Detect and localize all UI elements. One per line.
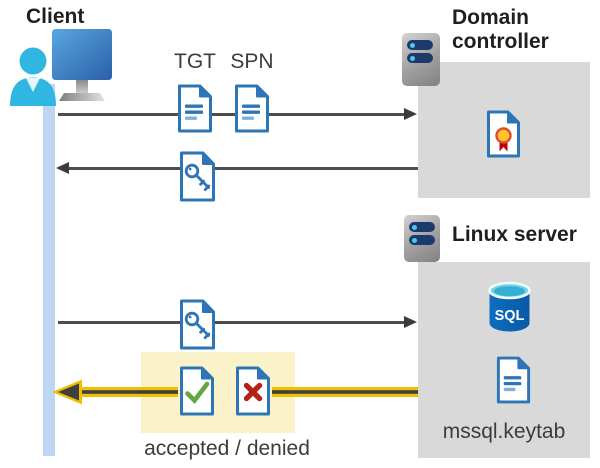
server-slot-icon	[409, 235, 435, 245]
ticket-reply-arrowhead-icon	[56, 162, 69, 174]
service-request-arrowhead-icon	[404, 316, 417, 328]
domain-controller-label: Domain controller	[452, 6, 549, 53]
result-label: accepted / denied	[144, 437, 310, 460]
linux-server-icon	[404, 215, 440, 262]
ticket-reply-arrow-line	[68, 167, 418, 170]
certificate-document-icon	[487, 110, 520, 158]
linux-server-label: Linux server	[452, 223, 577, 246]
keytab-label: mssql.keytab	[442, 420, 566, 443]
keytab-document-icon	[496, 356, 531, 404]
key-document-icon	[180, 299, 215, 350]
spn-label: SPN	[230, 50, 274, 73]
client-timeline	[43, 84, 55, 456]
service-request-arrow-line	[58, 321, 406, 324]
domain-controller-server-icon	[402, 33, 440, 86]
sql-label: SQL	[495, 308, 525, 324]
denied-document-icon	[236, 366, 270, 416]
client-device-icon	[10, 29, 112, 106]
monitor-icon	[52, 29, 112, 80]
key-document-icon	[180, 151, 215, 202]
monitor-stand	[76, 80, 88, 94]
sql-database-icon: SQL	[488, 281, 531, 332]
tgt-label: TGT	[174, 50, 216, 73]
server-slot-icon	[407, 40, 433, 50]
person-icon	[10, 47, 56, 106]
tgt-document-icon	[178, 84, 212, 133]
result-arrow	[52, 379, 418, 405]
monitor-base	[59, 93, 105, 101]
request-arrowhead-icon	[404, 108, 417, 120]
accepted-document-icon	[180, 366, 214, 416]
request-arrow-line	[58, 113, 406, 116]
server-slot-icon	[409, 222, 435, 232]
spn-document-icon	[235, 84, 269, 133]
server-slot-icon	[407, 53, 433, 63]
client-label: Client	[26, 5, 85, 28]
